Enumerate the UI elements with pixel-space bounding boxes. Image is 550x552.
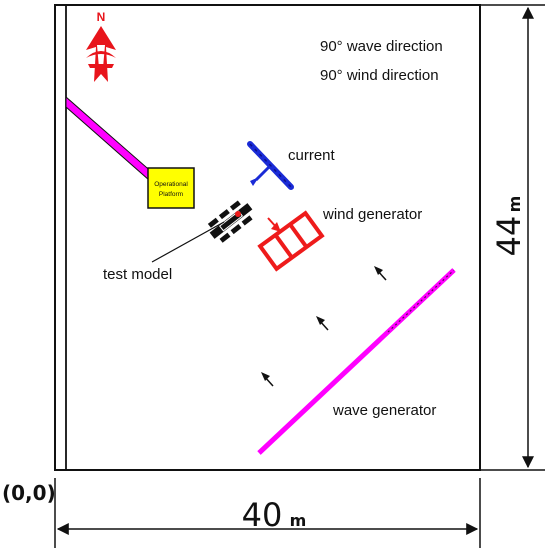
wave-generator-label: wave generator xyxy=(332,402,436,419)
current-generator xyxy=(247,141,294,190)
access-bridge xyxy=(65,95,155,181)
test-model-label: test model xyxy=(103,266,172,283)
wave-generator xyxy=(257,268,456,455)
compass-letter: N xyxy=(97,10,106,24)
platform-label-line1: Operational xyxy=(154,181,188,188)
test-model xyxy=(207,200,253,243)
width-value: 40 xyxy=(242,496,283,534)
wind-generator-label: wind generator xyxy=(322,206,422,223)
test-model-leader xyxy=(151,221,225,263)
platform-label-line2: Platform xyxy=(159,191,183,198)
current-label: current xyxy=(288,147,336,164)
wind-direction-label: 90° wind direction xyxy=(320,67,439,84)
wave-direction-label: 90° wave direction xyxy=(320,38,443,55)
origin-label: (0,0) xyxy=(2,481,56,505)
width-unit: m xyxy=(290,511,307,530)
wave-arrows xyxy=(261,266,387,387)
basin-boundary xyxy=(54,4,481,471)
height-dimension: 44 m xyxy=(480,4,545,471)
height-unit: m xyxy=(505,196,524,213)
wind-generator xyxy=(257,210,325,272)
height-value: 44 xyxy=(490,216,528,257)
north-compass-icon: N xyxy=(86,10,116,82)
width-dimension: 40 m xyxy=(54,478,481,548)
operational-platform: Operational Platform xyxy=(147,167,195,209)
